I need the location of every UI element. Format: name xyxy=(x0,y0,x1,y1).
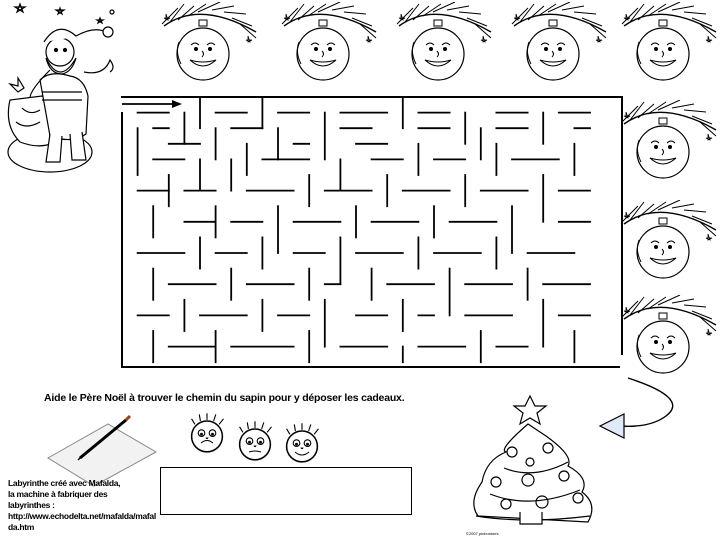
bauble-face-icon xyxy=(161,2,257,81)
credit-line: Labyrinthe créé avec Mafalda, xyxy=(8,478,121,488)
bauble-face-icon xyxy=(511,2,607,81)
christmas-tree-icon xyxy=(473,394,593,525)
side-bauble-column xyxy=(621,100,717,374)
bauble-face-icon xyxy=(621,295,717,374)
credit-text: Labyrinthe créé avec Mafalda, la machine… xyxy=(8,478,156,533)
sad-face-icon xyxy=(190,412,225,453)
answer-box[interactable] xyxy=(160,467,412,515)
bauble-face-icon xyxy=(281,2,377,81)
santa-claus-illustration xyxy=(7,2,115,173)
bauble-face-icon xyxy=(396,2,492,81)
maze[interactable] xyxy=(120,96,624,369)
credit-line: labyrinthes : xyxy=(8,500,55,510)
top-bauble-row xyxy=(161,2,717,81)
happy-face-icon xyxy=(285,422,320,463)
bauble-face-icon xyxy=(621,2,717,81)
pencil-and-paper-icon xyxy=(47,414,158,487)
tree-arrow-icon xyxy=(598,377,674,439)
credit-line: la machine à fabriquer des xyxy=(8,489,108,499)
bauble-face-icon xyxy=(621,200,717,279)
face-row xyxy=(190,412,320,463)
start-arrow-icon xyxy=(122,100,182,108)
tiny-credit: ©2007 pinbunkers xyxy=(466,531,499,536)
credit-link[interactable]: http://www.echodelta.net/mafalda/mafalda… xyxy=(8,511,156,532)
neutral-face-icon xyxy=(238,420,273,461)
instructions-text: Aide le Père Noël à trouver le chemin du… xyxy=(44,392,405,404)
bauble-face-icon xyxy=(621,100,717,179)
